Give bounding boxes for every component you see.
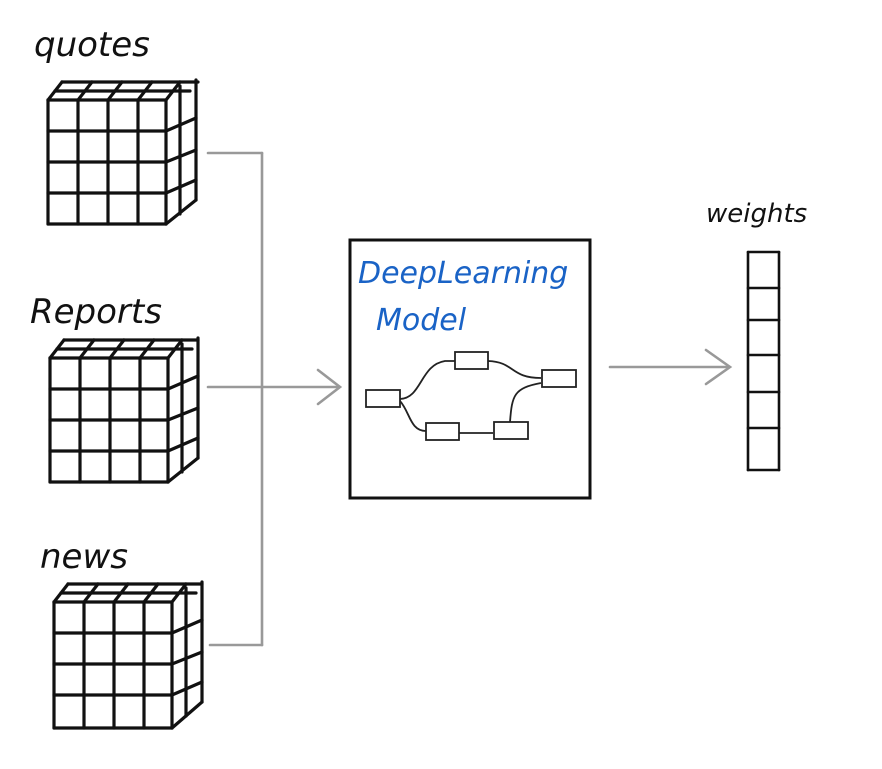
- output-connector: [608, 348, 733, 386]
- model-title-line2: Model: [376, 303, 467, 338]
- nn-node-upper: [454, 351, 489, 370]
- input-connectors: [206, 151, 343, 647]
- arrow-head-to-model-icon: [316, 368, 343, 406]
- input-label-reports: Reports: [30, 292, 162, 332]
- weights-label: weights: [706, 199, 807, 229]
- data-cube-reports-icon: [48, 336, 200, 484]
- nn-node-input: [365, 389, 401, 408]
- input-label-news: news: [40, 537, 128, 577]
- model-title-line1: DeepLearning: [358, 256, 568, 291]
- arrow-head-to-weights-icon: [704, 348, 733, 386]
- nn-node-lower-left: [425, 422, 460, 441]
- weights-vector-icon: [746, 250, 781, 472]
- input-group-quotes: quotes: [34, 25, 200, 226]
- data-cube-news-icon: [52, 580, 204, 730]
- input-label-quotes: quotes: [34, 25, 150, 65]
- nn-node-lower-right: [493, 421, 529, 440]
- input-group-reports: Reports: [30, 292, 200, 484]
- nn-node-output: [541, 369, 577, 388]
- data-cube-quotes-icon: [46, 78, 200, 226]
- input-group-news: news: [40, 537, 204, 730]
- weights-group: weights: [706, 199, 807, 472]
- model-block: DeepLearning Model: [348, 238, 592, 500]
- neural-network-sketch-icon: [365, 351, 577, 441]
